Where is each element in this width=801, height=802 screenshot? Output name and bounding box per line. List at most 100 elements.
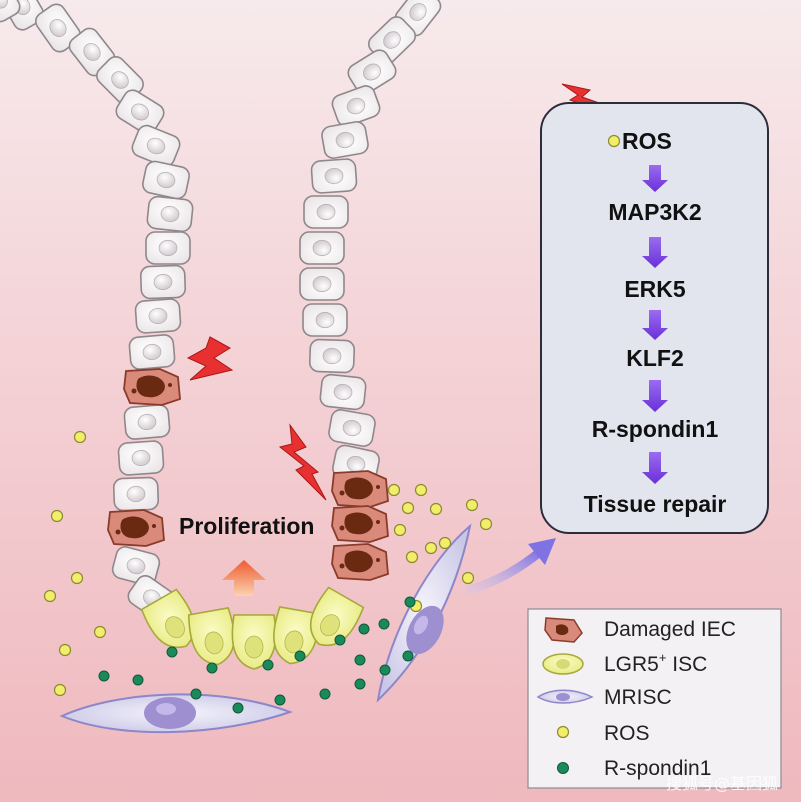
ros-dot (73, 430, 87, 444)
crypt-cell (142, 160, 190, 200)
pathway-step-klf2: KLF2 (626, 345, 684, 371)
crypt-cell (319, 373, 367, 411)
ros-dot (405, 550, 419, 564)
crypt-cell (123, 404, 171, 440)
crypt-cell (303, 195, 349, 229)
r-spondin1-dot (190, 688, 202, 700)
crypt-cell (0, 0, 21, 23)
legend-label-lgr5: LGR5 (604, 653, 659, 676)
r-spondin1-dot (232, 702, 244, 714)
ros-dot (387, 483, 401, 497)
legend-label-lgr5-isc: LGR5+ ISC (604, 650, 707, 676)
r-spondin1-dot (334, 634, 346, 646)
r-spondin1-dot (132, 674, 144, 686)
legend-label-mrisc: MRISC (604, 686, 672, 709)
r-spondin1-dot (402, 650, 414, 662)
crypt-cell (331, 85, 381, 127)
lgr5-isc-cell (187, 607, 235, 666)
ros-dot (438, 536, 452, 550)
damaged-iec-cell (331, 470, 389, 508)
crypt-cell (145, 231, 191, 265)
crypt-cell (35, 3, 81, 53)
legend: Damaged IEC LGR5+ ISC MRISC ROS R-spondi… (527, 608, 782, 789)
pathway-step-r-spondin1: R-spondin1 (592, 416, 719, 442)
mrisc-cell-bottom (59, 693, 293, 734)
lightning-icon-left (186, 336, 234, 381)
legend-label-r-spondin1: R-spondin1 (604, 757, 711, 780)
crypt-cell (139, 264, 187, 300)
crypt-cell (347, 49, 397, 95)
ros-dots (43, 430, 493, 697)
lightning-icon-center (278, 423, 327, 501)
legend-label-lgr5-superscript: + (659, 650, 667, 665)
damaged-iec-cells (107, 368, 389, 581)
down-arrow-icon (642, 452, 668, 484)
ros-dot (414, 483, 428, 497)
ros-dot-icon (607, 134, 621, 148)
crypt-cell (299, 231, 345, 265)
ros-dot (465, 498, 479, 512)
crypt-epithelium (0, 0, 442, 621)
damaged-iec-cell (331, 505, 389, 543)
ros-dot (401, 501, 415, 515)
watermark: 搜狐号@基因狐 (666, 774, 778, 793)
ros-dot (43, 589, 57, 603)
r-spondin1-dot (404, 596, 416, 608)
damaged-iec-cell (107, 509, 165, 547)
ros-dot (50, 509, 64, 523)
r-spondin1-dot (354, 654, 366, 666)
r-spondin1-dot (319, 688, 331, 700)
down-arrow-icon (642, 380, 668, 412)
r-spondin1-dot (358, 623, 370, 635)
damaged-iec-icon (544, 617, 583, 643)
ros-dot (53, 683, 67, 697)
pathway-steps: ROS MAP3K2 ERK5 KLF2 R-spondin1 Tissue r… (584, 128, 727, 517)
crypt-cell (146, 195, 194, 233)
r-spondin1-dot (294, 650, 306, 662)
r-spondin1-dot (378, 618, 390, 630)
pathway-step-erk5: ERK5 (624, 276, 686, 302)
crypt-cell (328, 409, 376, 447)
crypt-cell (134, 298, 182, 334)
ros-dot (393, 523, 407, 537)
r-spondin1-dot (98, 670, 110, 682)
damaged-iec-cell (123, 368, 181, 406)
pathway-step-ros: ROS (622, 128, 672, 154)
proliferation-label: Proliferation (179, 513, 314, 539)
crypt-cell (131, 124, 181, 168)
legend-ros-dot-icon (556, 725, 570, 739)
lgr5-isc-cell (140, 588, 196, 649)
ros-dot (461, 571, 475, 585)
r-spondin1-dot (354, 678, 366, 690)
ros-dot (424, 541, 438, 555)
crypt-cell (299, 267, 345, 301)
lgr5-isc-cells (140, 586, 365, 670)
mrisc-icon (536, 689, 594, 704)
mrisc-to-pathway-arrow (465, 538, 556, 595)
lgr5-isc-cell (309, 586, 365, 647)
r-spondin1-dot (206, 662, 218, 674)
ros-dot (58, 643, 72, 657)
r-spondin1-dots (98, 596, 416, 714)
crypt-cell (308, 338, 356, 374)
r-spondin1-dot (379, 664, 391, 676)
ros-dot (70, 571, 84, 585)
ros-dot (429, 502, 443, 516)
legend-label-damaged-iec: Damaged IEC (604, 618, 736, 641)
legend-label-isc: ISC (666, 653, 707, 676)
crypt-cell (302, 303, 348, 337)
down-arrow-icon (642, 310, 668, 340)
mrisc-cell-right (376, 523, 472, 703)
pathway-step-map3k2: MAP3K2 (608, 199, 701, 225)
legend-label-ros: ROS (604, 722, 650, 745)
proliferation-arrow-icon (222, 560, 266, 596)
crypt-cell (115, 89, 165, 135)
crypt-cell (321, 121, 369, 159)
r-spondin1-dot (166, 646, 178, 658)
lgr5-isc-icon (542, 653, 584, 675)
ros-dot (93, 625, 107, 639)
damaged-iec-cell (331, 543, 389, 581)
pathway-step-tissue-repair: Tissue repair (584, 491, 727, 517)
ros-dot (479, 517, 493, 531)
